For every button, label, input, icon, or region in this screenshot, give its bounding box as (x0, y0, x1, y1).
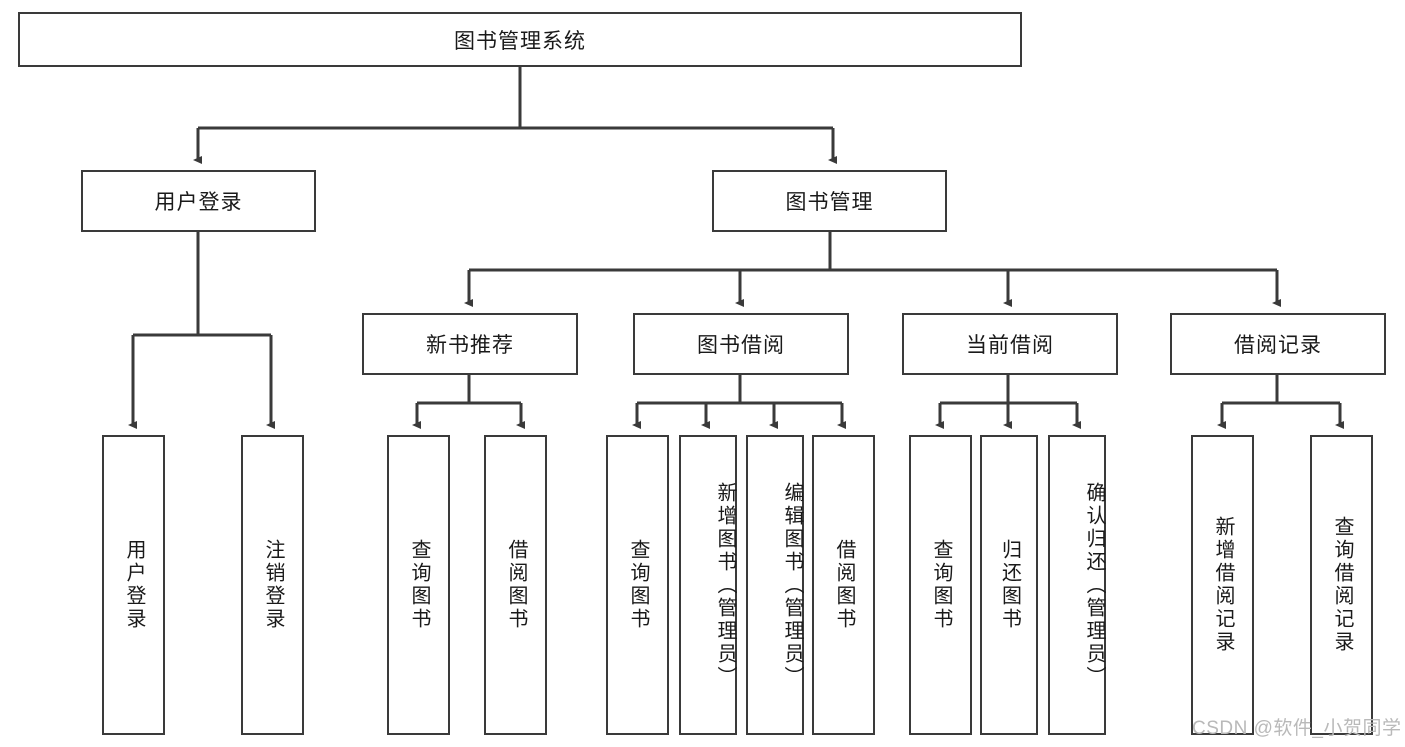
node-book-borrow-label: 图书借阅 (697, 334, 785, 357)
leaf-logout-label: 注销登录 (262, 539, 284, 631)
leaf-add-book[interactable]: 新增图书（管理员） (679, 435, 737, 735)
leaf-query-book-2-label: 查询图书 (627, 539, 649, 631)
leaf-query-record[interactable]: 查询借阅记录 (1310, 435, 1373, 735)
leaf-confirm-return[interactable]: 确认归还（管理员） (1048, 435, 1106, 735)
leaf-logout[interactable]: 注销登录 (241, 435, 304, 735)
leaf-query-book-3[interactable]: 查询图书 (909, 435, 972, 735)
leaf-edit-book-label: 编辑图书（管理员） (781, 481, 803, 689)
leaf-add-book-label: 新增图书（管理员） (714, 481, 736, 689)
node-borrow-record[interactable]: 借阅记录 (1170, 313, 1386, 375)
leaf-borrow-book-1[interactable]: 借阅图书 (484, 435, 547, 735)
leaf-user-login[interactable]: 用户登录 (102, 435, 165, 735)
leaf-return-book-label: 归还图书 (998, 539, 1021, 631)
leaf-borrow-book-2[interactable]: 借阅图书 (812, 435, 875, 735)
leaf-borrow-book-1-label: 借阅图书 (505, 539, 527, 631)
node-new-book-rec[interactable]: 新书推荐 (362, 313, 578, 375)
leaf-add-record[interactable]: 新增借阅记录 (1191, 435, 1254, 735)
leaf-query-book-3-label: 查询图书 (930, 539, 952, 631)
leaf-edit-book[interactable]: 编辑图书（管理员） (746, 435, 804, 735)
node-book-manage-label: 图书管理 (785, 191, 874, 214)
node-root-label: 图书管理系统 (454, 29, 586, 53)
leaf-query-book-2[interactable]: 查询图书 (606, 435, 669, 735)
node-book-manage[interactable]: 图书管理 (712, 170, 947, 232)
leaf-return-book[interactable]: 归还图书 (980, 435, 1038, 735)
leaf-user-login-label: 用户登录 (123, 539, 145, 631)
node-current-borrow[interactable]: 当前借阅 (902, 313, 1118, 375)
node-borrow-record-label: 借阅记录 (1234, 334, 1322, 357)
leaf-query-record-label: 查询借阅记录 (1331, 516, 1353, 654)
node-book-borrow[interactable]: 图书借阅 (633, 313, 849, 375)
csdn-watermark: CSDN @软件_小贺同学 (1192, 718, 1402, 739)
leaf-query-book-1-label: 查询图书 (408, 539, 430, 631)
leaf-add-record-label: 新增借阅记录 (1212, 516, 1234, 654)
node-new-book-rec-label: 新书推荐 (426, 334, 514, 357)
node-user-login[interactable]: 用户登录 (81, 170, 316, 232)
node-current-borrow-label: 当前借阅 (966, 334, 1054, 357)
leaf-query-book-1[interactable]: 查询图书 (387, 435, 450, 735)
node-root[interactable]: 图书管理系统 (18, 12, 1022, 67)
node-user-login-label: 用户登录 (154, 191, 243, 214)
leaf-confirm-return-label: 确认归还（管理员） (1083, 481, 1105, 689)
leaf-borrow-book-2-label: 借阅图书 (833, 539, 855, 631)
